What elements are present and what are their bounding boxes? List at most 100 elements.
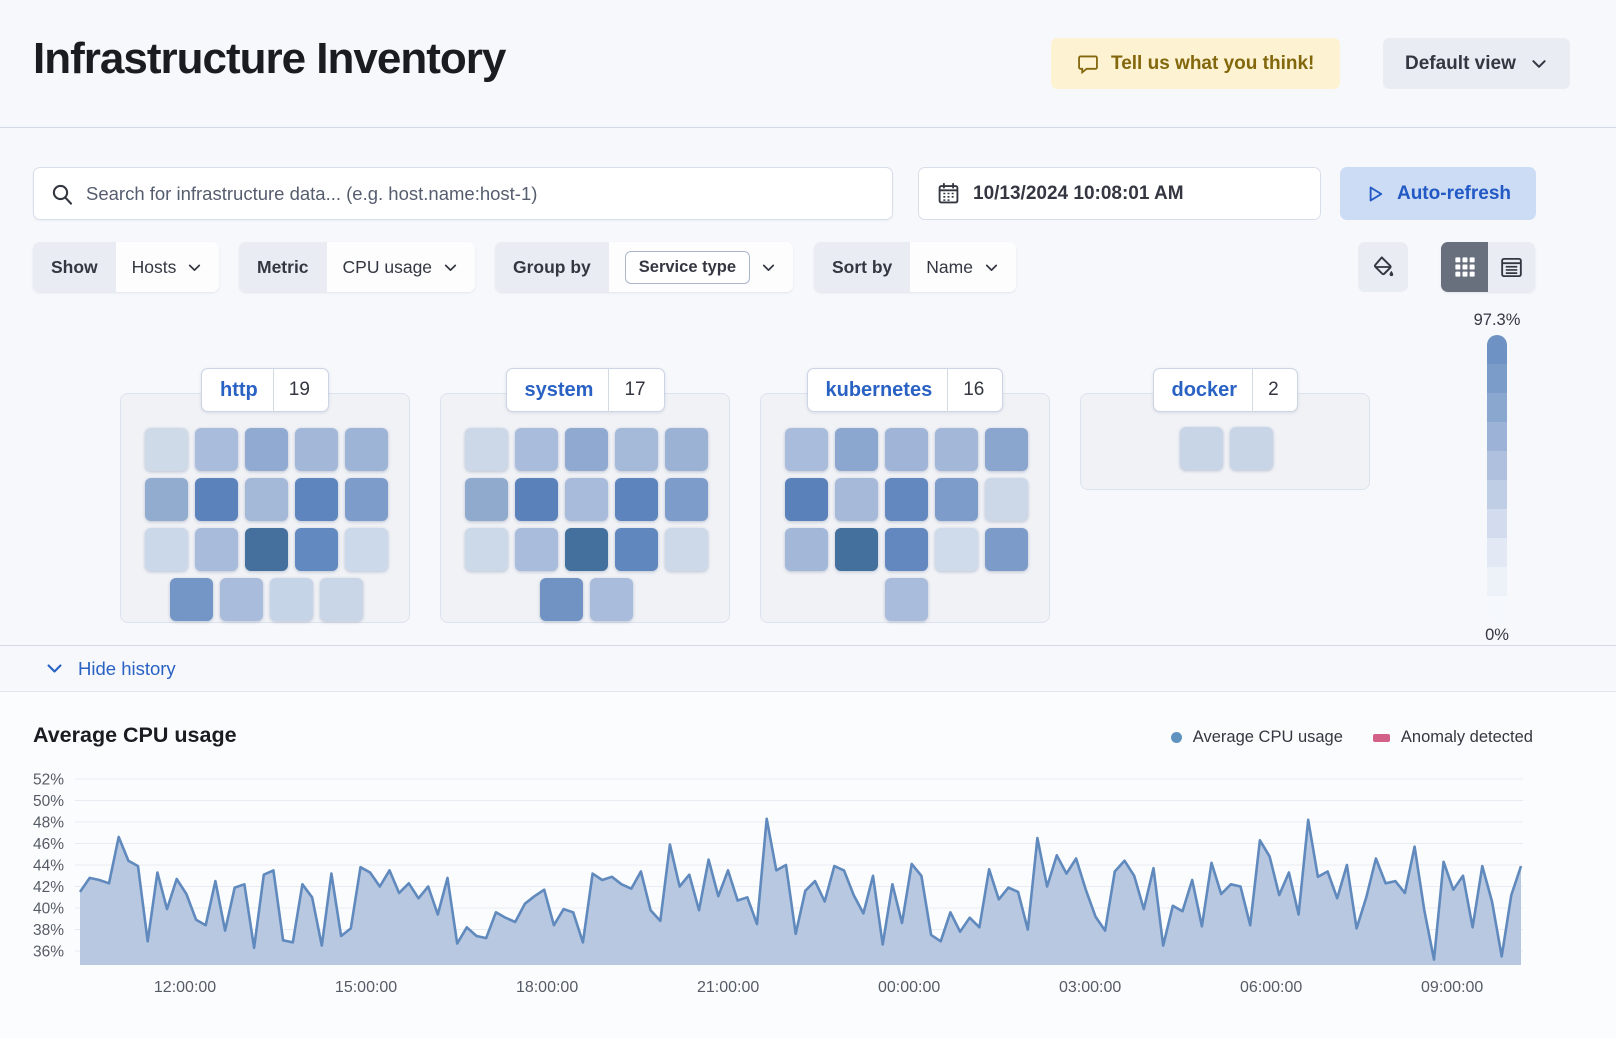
host-tile[interactable] xyxy=(464,528,508,571)
group-name: docker xyxy=(1171,378,1238,401)
controls-row: Show Hosts Metric CPU usage Group by Ser… xyxy=(0,242,1616,292)
host-tile[interactable] xyxy=(464,478,508,521)
host-tile[interactable] xyxy=(294,528,338,571)
group-panel-system xyxy=(440,393,730,623)
group-count: 2 xyxy=(1268,379,1279,400)
svg-text:15:00:00: 15:00:00 xyxy=(335,979,397,996)
host-tile[interactable] xyxy=(784,478,828,521)
host-tile[interactable] xyxy=(614,528,658,571)
group-by-value[interactable]: Service type xyxy=(624,250,751,284)
legend-dot-icon xyxy=(1170,732,1182,743)
host-tile[interactable] xyxy=(784,428,828,471)
host-tile[interactable] xyxy=(934,428,978,471)
scale-step xyxy=(1487,567,1507,596)
svg-text:50%: 50% xyxy=(33,793,64,810)
host-tile[interactable] xyxy=(1179,427,1223,470)
host-tile[interactable] xyxy=(564,478,608,521)
host-tile[interactable] xyxy=(614,428,658,471)
legend-swatch-icon xyxy=(1372,733,1390,742)
host-tile[interactable] xyxy=(244,428,288,471)
group-by-selector[interactable]: Service type xyxy=(608,242,794,292)
auto-refresh-button[interactable]: Auto-refresh xyxy=(1340,167,1536,220)
host-tile[interactable] xyxy=(834,528,878,571)
date-time-picker[interactable]: 10/13/2024 10:08:01 AM xyxy=(918,167,1321,220)
host-tile[interactable] xyxy=(514,428,558,471)
host-tile[interactable] xyxy=(664,528,708,571)
host-tile[interactable] xyxy=(144,428,188,471)
group-count: 16 xyxy=(963,379,985,400)
host-tile[interactable] xyxy=(884,528,928,571)
host-tile[interactable] xyxy=(564,428,608,471)
host-tile[interactable] xyxy=(344,478,388,521)
badge-divider xyxy=(1252,368,1254,412)
host-tile[interactable] xyxy=(344,528,388,571)
host-tile[interactable] xyxy=(194,428,238,471)
history-toggle-row: Hide history xyxy=(0,645,1616,691)
host-tile[interactable] xyxy=(984,528,1028,571)
host-tile[interactable] xyxy=(934,478,978,521)
host-tile[interactable] xyxy=(194,528,238,571)
host-tile[interactable] xyxy=(344,428,388,471)
host-tile[interactable] xyxy=(564,528,608,571)
search-input[interactable] xyxy=(86,182,876,205)
host-tile[interactable] xyxy=(514,528,558,571)
host-tile[interactable] xyxy=(984,478,1028,521)
host-tile[interactable] xyxy=(884,478,928,521)
host-tile[interactable] xyxy=(219,578,263,621)
host-tile[interactable] xyxy=(169,578,213,621)
scale-step xyxy=(1487,393,1507,422)
host-tile[interactable] xyxy=(834,428,878,471)
table-view-button[interactable] xyxy=(1488,242,1535,292)
host-tile[interactable] xyxy=(884,428,928,471)
hide-history-button[interactable]: Hide history xyxy=(45,658,176,680)
host-tile[interactable] xyxy=(1229,427,1273,470)
legend-item-avg-cpu[interactable]: Average CPU usage xyxy=(1170,728,1343,747)
scale-step xyxy=(1487,480,1507,509)
grid-view-icon xyxy=(1454,256,1476,278)
host-tile[interactable] xyxy=(514,478,558,521)
host-tile[interactable] xyxy=(834,478,878,521)
host-tile[interactable] xyxy=(664,428,708,471)
host-tile[interactable] xyxy=(144,478,188,521)
page-header: Infrastructure Inventory Tell us what yo… xyxy=(0,0,1616,128)
sort-by-selector[interactable]: Name xyxy=(910,242,1016,292)
host-tile[interactable] xyxy=(294,428,338,471)
scale-min-label: 0% xyxy=(1485,626,1509,644)
grid-view-button[interactable] xyxy=(1441,242,1488,292)
date-time-value: 10/13/2024 10:08:01 AM xyxy=(973,182,1184,204)
host-tile[interactable] xyxy=(194,478,238,521)
host-tile[interactable] xyxy=(319,578,363,621)
host-tile[interactable] xyxy=(589,578,633,621)
search-bar[interactable] xyxy=(33,167,893,220)
host-tile[interactable] xyxy=(464,428,508,471)
default-view-label: Default view xyxy=(1405,52,1516,74)
host-tile[interactable] xyxy=(144,528,188,571)
host-tile[interactable] xyxy=(244,528,288,571)
host-tile[interactable] xyxy=(984,428,1028,471)
color-palette-button[interactable] xyxy=(1358,242,1408,292)
group-badge-docker[interactable]: docker 2 xyxy=(1152,368,1298,412)
scale-max-label: 97.3% xyxy=(1473,311,1521,329)
host-tile[interactable] xyxy=(664,478,708,521)
host-tile[interactable] xyxy=(244,478,288,521)
chart-title: Average CPU usage xyxy=(33,723,237,747)
host-tile[interactable] xyxy=(934,528,978,571)
host-tile[interactable] xyxy=(614,478,658,521)
host-tile[interactable] xyxy=(884,578,928,621)
host-tile[interactable] xyxy=(539,578,583,621)
host-tile[interactable] xyxy=(294,478,338,521)
svg-text:44%: 44% xyxy=(33,858,64,875)
legend-item-anomaly[interactable]: Anomaly detected xyxy=(1372,728,1533,747)
view-mode-toggle xyxy=(1441,242,1535,292)
host-tile[interactable] xyxy=(269,578,313,621)
default-view-button[interactable]: Default view xyxy=(1383,38,1570,89)
metric-selector[interactable]: CPU usage xyxy=(326,242,476,292)
feedback-button[interactable]: Tell us what you think! xyxy=(1051,38,1341,89)
show-selector[interactable]: Hosts xyxy=(115,242,220,292)
svg-text:36%: 36% xyxy=(33,944,64,961)
host-tile[interactable] xyxy=(784,528,828,571)
